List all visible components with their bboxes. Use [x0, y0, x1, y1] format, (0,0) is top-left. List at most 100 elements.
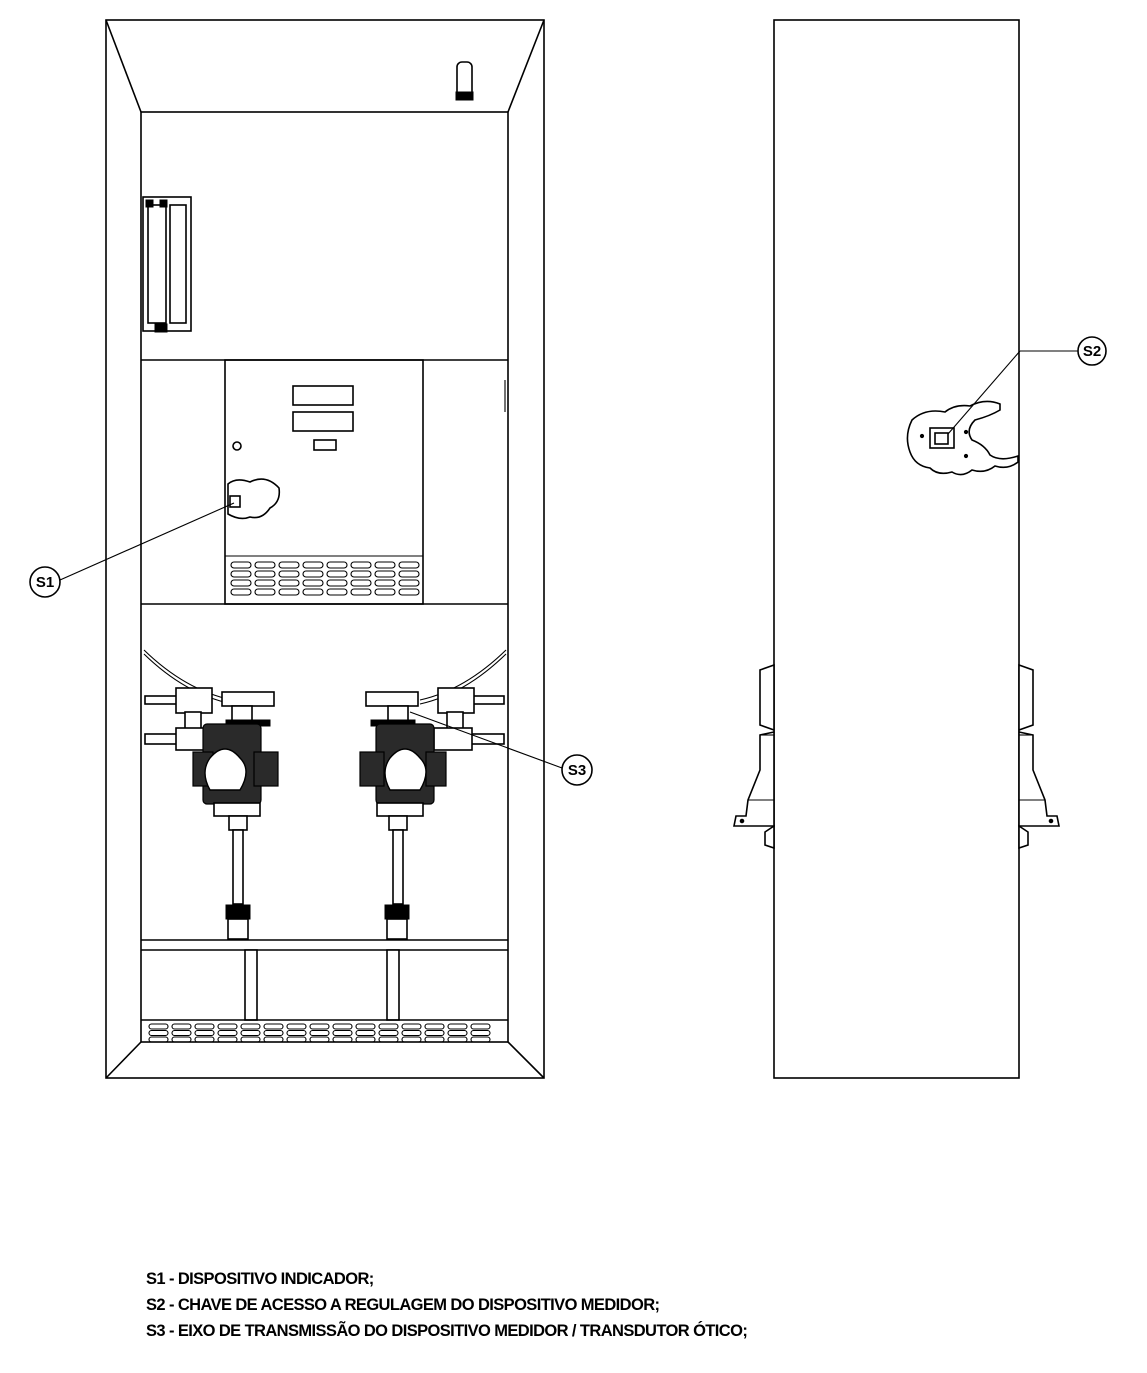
vent-slot — [240, 1029, 261, 1037]
vent-slot — [424, 1036, 445, 1043]
side-view — [733, 19, 1060, 1079]
lamp-icon — [455, 61, 474, 101]
vent-slot — [398, 561, 420, 569]
vent-slot — [398, 588, 420, 596]
vent-slot — [355, 1036, 376, 1043]
vent-slot — [240, 1036, 261, 1043]
vent-slot — [286, 1023, 307, 1030]
vent-slot — [278, 588, 300, 596]
front-view — [105, 19, 545, 1079]
vent-slot — [148, 1023, 169, 1030]
display-window-middle — [292, 411, 354, 432]
vent-slot — [326, 588, 348, 596]
legend: S1 - DISPOSITIVO INDICADOR; S2 - CHAVE D… — [146, 1266, 748, 1344]
vent-slot — [240, 1023, 261, 1030]
vent-slot — [332, 1029, 353, 1037]
vent-slot — [401, 1036, 422, 1043]
vent-slot — [374, 588, 396, 596]
callout-s3-label: S3 — [568, 762, 586, 779]
vent-slot — [217, 1029, 238, 1037]
vent-slot — [355, 1023, 376, 1030]
vent-slot — [254, 588, 276, 596]
vent-slot — [378, 1023, 399, 1030]
vent-slot — [278, 561, 300, 569]
s1-cutaway — [227, 478, 281, 520]
led-indicator-icon — [232, 441, 242, 451]
vent-slot — [171, 1036, 192, 1043]
ventilation-grille — [230, 561, 420, 596]
vent-slot — [424, 1023, 445, 1030]
legend-item-s1: S1 - DISPOSITIVO INDICADOR; — [146, 1270, 374, 1288]
s2-cutaway — [906, 400, 1019, 476]
vent-slot — [350, 570, 372, 578]
vent-slot — [326, 570, 348, 578]
vent-slot — [350, 588, 372, 596]
vent-slot — [309, 1029, 330, 1037]
vent-slot — [302, 561, 324, 569]
vent-slot — [194, 1023, 215, 1030]
vent-slot — [401, 1029, 422, 1037]
left-side-bracket — [733, 663, 775, 850]
callout-s1-label: S1 — [36, 574, 54, 591]
callout-s2: S2 — [947, 336, 1107, 435]
legend-item-s2: S2 - CHAVE DE ACESSO A REGULAGEM DO DISP… — [146, 1296, 660, 1314]
callout-s1: S1 — [29, 502, 235, 598]
vent-slot — [286, 1036, 307, 1043]
vent-slot — [254, 579, 276, 587]
vent-slot — [286, 1029, 307, 1037]
callout-s3: S3 — [409, 711, 593, 786]
display-window-small — [313, 439, 337, 451]
right-meter-assembly — [359, 687, 505, 940]
front-outer-frame — [105, 19, 545, 1079]
vent-slot — [302, 579, 324, 587]
vent-slot — [230, 588, 252, 596]
side-panel — [773, 19, 1020, 1079]
vent-slot — [447, 1029, 468, 1037]
vent-slot — [230, 561, 252, 569]
vent-slot — [447, 1023, 468, 1030]
vent-slot — [278, 579, 300, 587]
vent-slot — [350, 579, 372, 587]
vent-slot — [148, 1029, 169, 1037]
vent-slot — [148, 1036, 169, 1043]
vent-slot — [263, 1023, 284, 1030]
vent-slot — [263, 1036, 284, 1043]
vent-slot — [302, 570, 324, 578]
vent-slot — [350, 561, 372, 569]
vent-slot — [398, 570, 420, 578]
left-meter-assembly — [144, 687, 279, 940]
vent-slot — [230, 570, 252, 578]
vent-slot — [326, 579, 348, 587]
display-window-top — [292, 385, 354, 406]
display-head — [224, 359, 506, 605]
vent-slot — [254, 561, 276, 569]
vent-slot — [470, 1023, 491, 1030]
vent-slot — [217, 1023, 238, 1030]
vent-slot — [230, 579, 252, 587]
vent-slot — [309, 1036, 330, 1043]
vent-slot — [374, 579, 396, 587]
vent-slot — [374, 561, 396, 569]
vent-slot — [398, 579, 420, 587]
vent-slot — [355, 1029, 376, 1037]
front-inner-frame — [140, 111, 509, 1043]
vent-slot — [470, 1029, 491, 1037]
vent-slot — [278, 570, 300, 578]
vent-slot — [332, 1036, 353, 1043]
vent-slot — [309, 1023, 330, 1030]
vent-slot — [194, 1036, 215, 1043]
right-side-bracket — [1018, 663, 1060, 850]
hose-bracket — [142, 196, 192, 333]
vent-slot — [302, 588, 324, 596]
vent-slot — [194, 1029, 215, 1037]
vent-slot — [263, 1029, 284, 1037]
s1-indicator-device — [229, 495, 241, 508]
bottom-ventilation-grille — [148, 1023, 491, 1043]
vent-slot — [374, 570, 396, 578]
vent-slot — [424, 1029, 445, 1037]
vent-slot — [447, 1036, 468, 1043]
vent-slot — [326, 561, 348, 569]
callout-s2-label: S2 — [1083, 343, 1101, 360]
vent-slot — [217, 1036, 238, 1043]
